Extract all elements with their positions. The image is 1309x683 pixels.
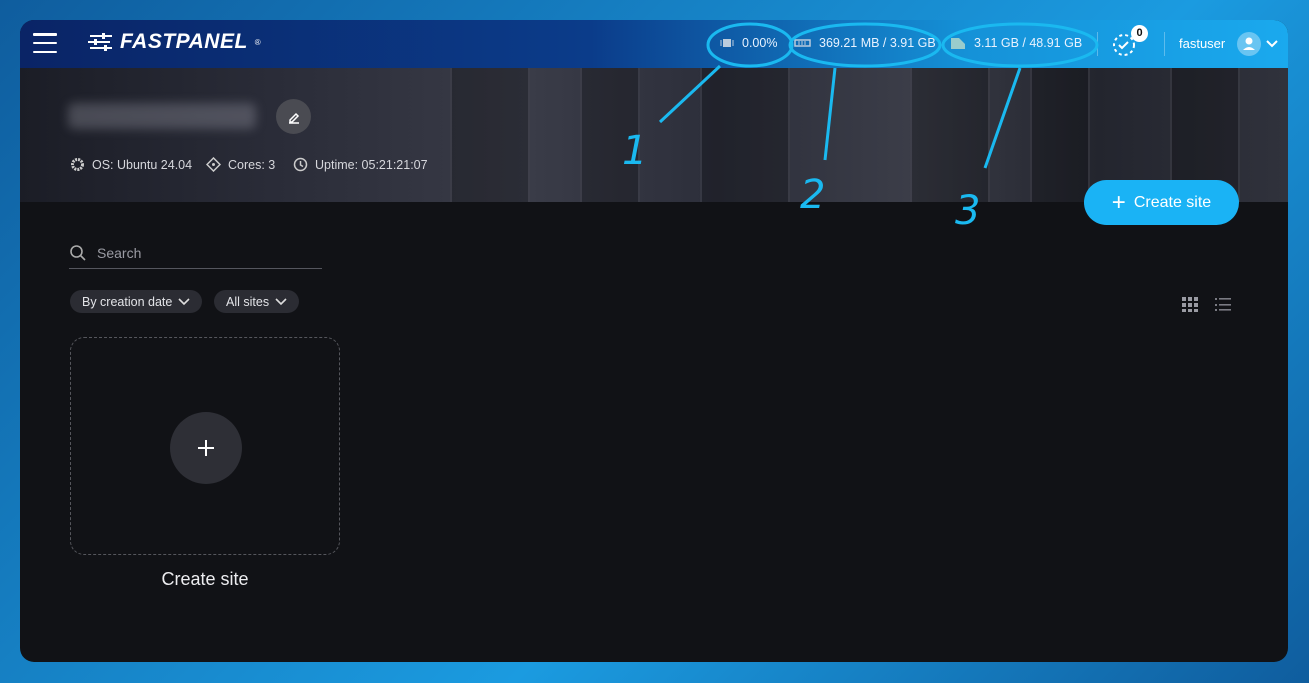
disk-icon [951,38,965,49]
plus-icon [198,440,214,456]
sort-dropdown[interactable]: By creation date [70,290,203,313]
disk-usage[interactable]: 3.11 GB / 48.91 GB [950,36,1082,50]
tasks-badge: 0 [1131,25,1148,42]
divider [1097,32,1098,56]
annotation-label-3: 3 [955,188,981,234]
app-window: FASTPANEL® 0.00% 369.21 MB / 3.91 GB 3.1… [20,20,1288,662]
logo[interactable]: FASTPANEL® [88,30,261,54]
ram-usage[interactable]: 369.21 MB / 3.91 GB [794,36,936,50]
avatar[interactable] [1237,32,1261,56]
cores-info: Cores: 3 [206,157,275,172]
annotation-label-2: 2 [800,172,826,218]
chevron-down-icon[interactable] [1266,39,1278,49]
server-banner: OS: Ubuntu 24.04 Cores: 3 Uptime: 05:21:… [20,68,1288,202]
annotation-label-1: 1 [622,128,648,174]
uptime-info: Uptime: 05:21:21:07 [293,157,428,172]
plus-icon: + [1111,188,1126,216]
username[interactable]: fastuser [1179,36,1226,51]
divider [1164,32,1165,56]
clock-icon [293,157,308,172]
list-view-icon[interactable] [1215,297,1232,312]
filter-dropdown[interactable]: All sites [214,290,300,313]
logo-sliders-icon [88,33,112,51]
tasks-icon[interactable] [1112,33,1136,57]
user-icon [1243,37,1255,50]
search-input[interactable] [97,245,297,261]
pencil-icon [288,112,299,124]
diamond-icon [206,157,221,172]
create-site-button[interactable]: +Create site [1084,180,1239,225]
cpu-icon [720,39,734,47]
os-info: OS: Ubuntu 24.04 [70,157,192,172]
search-icon [70,245,86,261]
menu-icon[interactable] [33,33,57,53]
create-site-card-label: Create site [161,569,249,589]
server-name-blurred [68,103,256,129]
search-field[interactable] [69,238,322,269]
chevron-down-icon [275,297,287,305]
top-bar: FASTPANEL® 0.00% 369.21 MB / 3.91 GB 3.1… [20,20,1288,68]
memory-icon [794,39,811,47]
add-button[interactable] [170,412,242,484]
cpu-usage[interactable]: 0.00% [720,36,777,50]
grid-view-icon[interactable] [1182,297,1199,312]
gear-icon [71,158,84,171]
create-site-card[interactable] [70,337,340,555]
edit-name-button[interactable] [276,99,311,134]
chevron-down-icon [178,297,190,305]
